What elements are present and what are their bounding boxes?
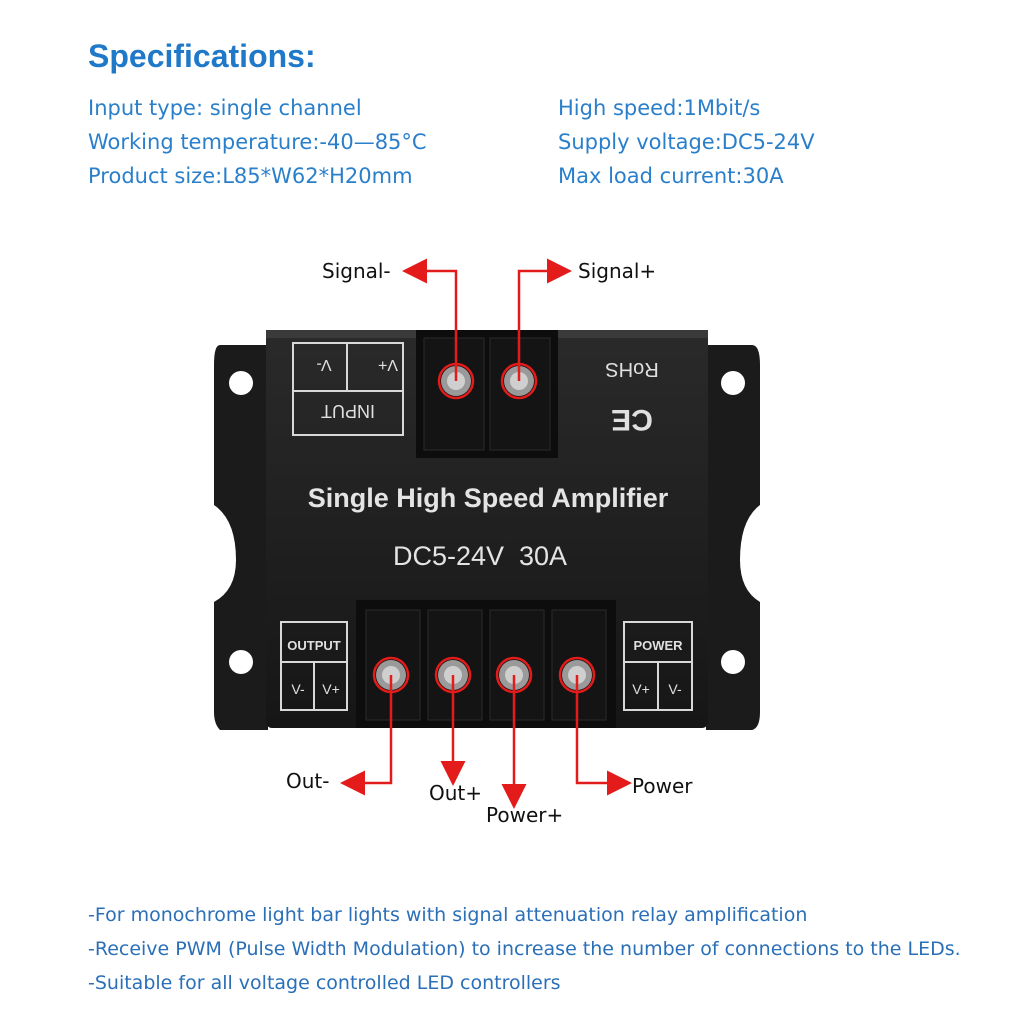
spec-max-load-current: Max load current:30A	[558, 164, 784, 188]
power-term-vminus: V-	[668, 681, 682, 697]
spec-working-temperature: Working temperature:-40—85°C	[88, 130, 427, 154]
page-title: Specifications:	[88, 38, 316, 74]
signal-minus-arrow	[402, 258, 458, 381]
device-name: Single High Speed Amplifier	[308, 483, 669, 513]
callout-power-plus: Power+	[486, 803, 564, 827]
callout-power: Power	[632, 774, 693, 798]
ce-mark: CE	[611, 403, 653, 436]
left-mounting-ear	[214, 345, 268, 730]
output-term-vplus: V+	[322, 681, 340, 697]
spec-input-type: Input type: single channel	[88, 96, 362, 120]
spec-high-speed: High speed:1Mbit/s	[558, 96, 761, 120]
spec-product-size: Product size:L85*W62*H20mm	[88, 164, 413, 188]
input-term-vminus: V-	[316, 356, 331, 373]
output-label: OUTPUT	[287, 638, 341, 653]
output-label-box	[280, 621, 348, 711]
power-term-vplus: V+	[632, 681, 650, 697]
note-monochrome: -For monochrome light bar lights with si…	[88, 904, 808, 926]
power-arrow	[575, 675, 632, 796]
device-rating: DC5-24V 30A	[393, 541, 567, 571]
out-minus-arrow	[340, 675, 393, 796]
spec-supply-voltage: Supply voltage:DC5-24V	[558, 130, 815, 154]
output-term-vminus: V-	[291, 681, 305, 697]
right-mounting-ear	[706, 345, 760, 730]
input-label: INPUT	[321, 401, 375, 421]
callout-out-plus: Out+	[429, 781, 483, 805]
callout-signal-plus: Signal+	[578, 259, 657, 283]
callout-out-minus: Out-	[286, 769, 330, 793]
note-suitable: -Suitable for all voltage controlled LED…	[88, 972, 561, 994]
rohs-mark: RoHS	[605, 358, 658, 380]
power-label-box	[623, 621, 693, 711]
callout-signal-minus: Signal-	[322, 259, 391, 283]
input-label-box	[292, 342, 404, 436]
input-terminal-block	[416, 330, 558, 458]
input-term-vplus: V+	[378, 356, 398, 373]
signal-plus-arrow	[517, 258, 572, 381]
note-pwm: -Receive PWM (Pulse Width Modulation) to…	[88, 938, 961, 960]
power-label: POWER	[633, 638, 683, 653]
